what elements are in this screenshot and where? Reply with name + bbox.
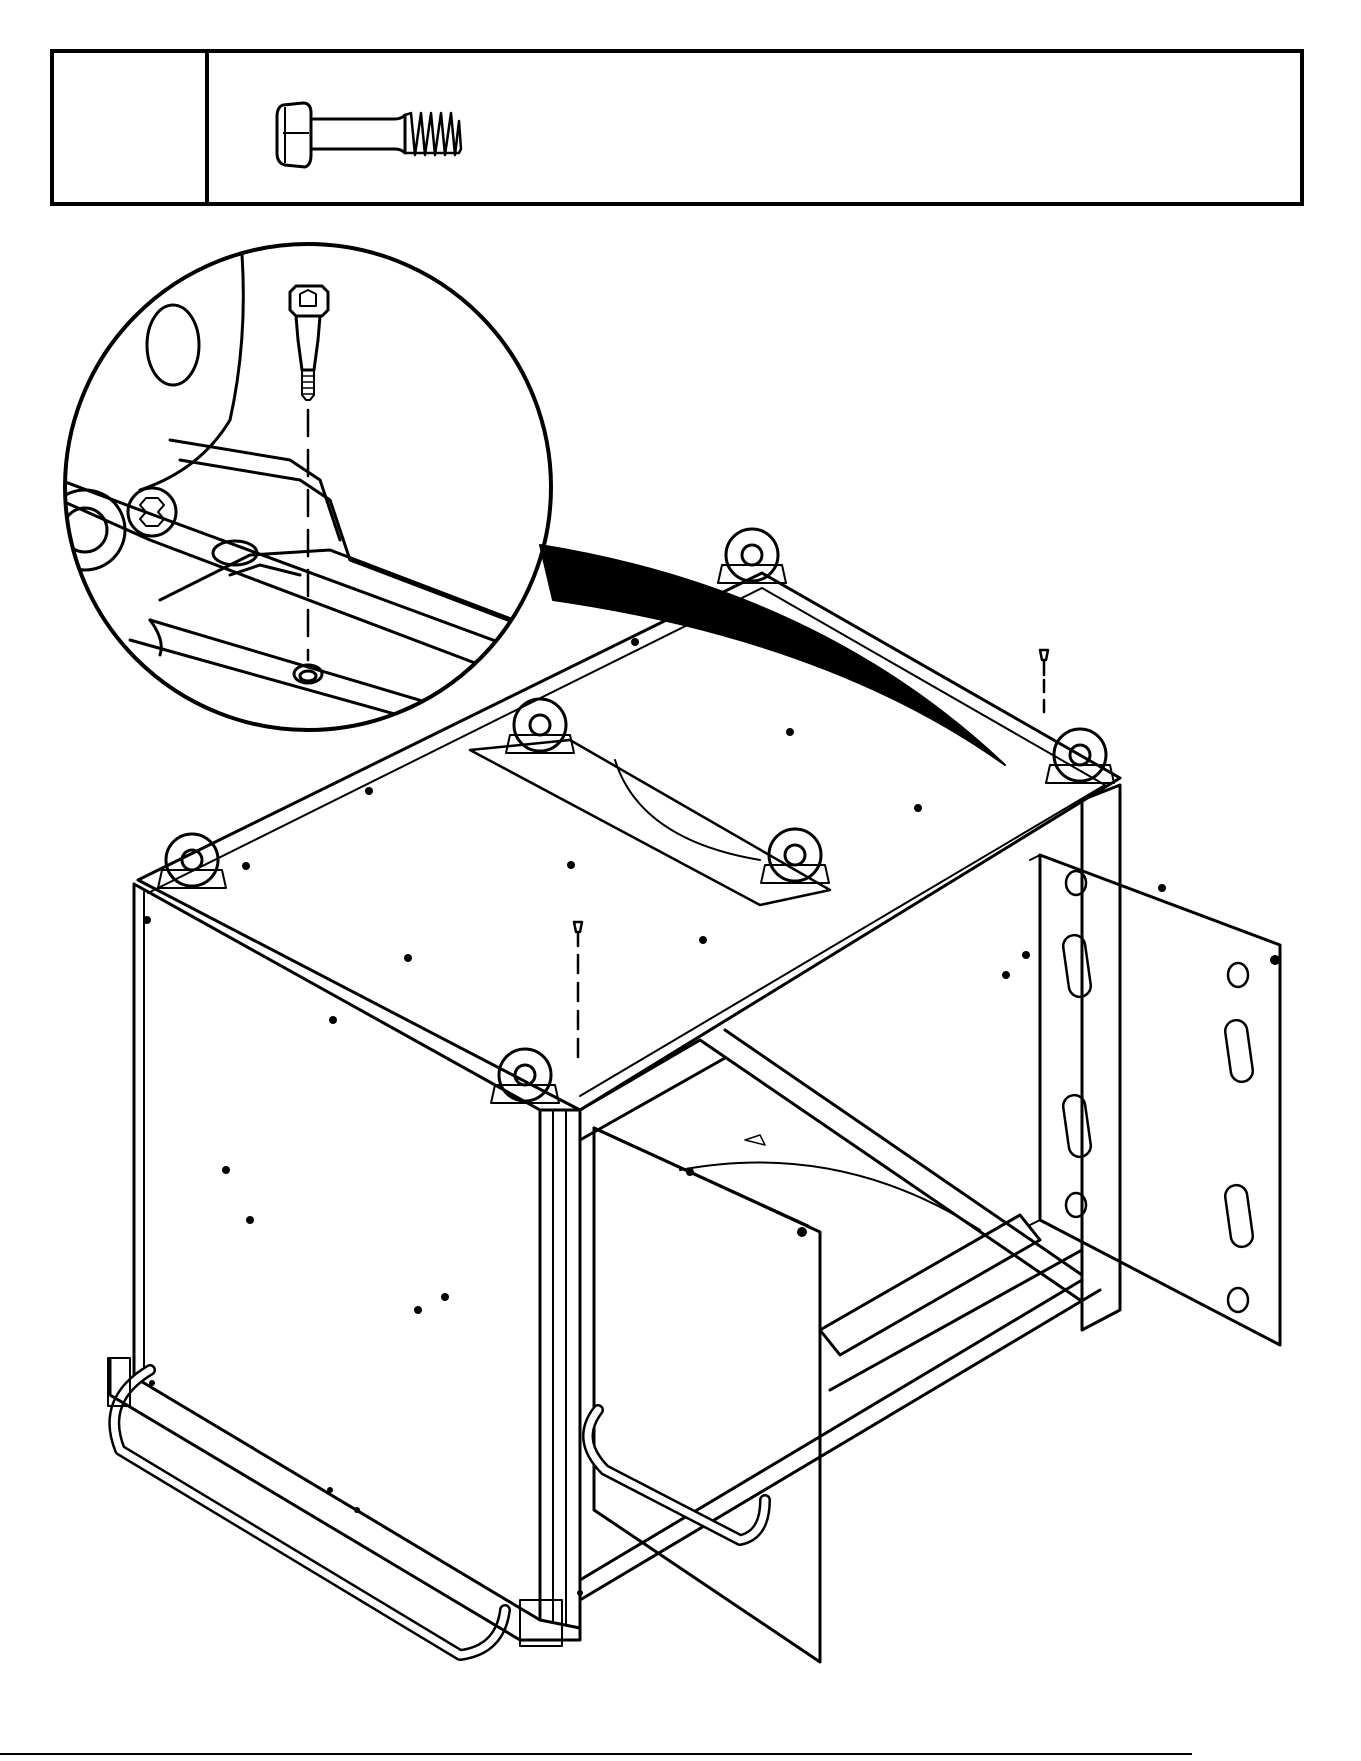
- bottom-rule: [0, 1753, 1192, 1755]
- magnified-detail-callout: [45, 230, 1005, 765]
- panel-holes: [143, 638, 1280, 1596]
- cabinet-body: [108, 573, 1280, 1662]
